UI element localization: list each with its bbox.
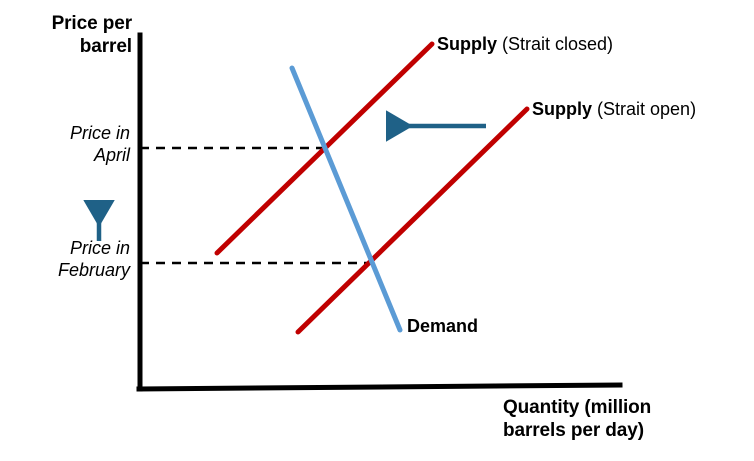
annotation-arrows <box>83 110 486 241</box>
price-guidelines <box>140 146 374 265</box>
y-tick-label-price-february: Price in February <box>57 238 130 280</box>
supply-curves <box>214 41 530 335</box>
y-axis-title: Price per barrel <box>51 13 133 58</box>
y-tick-label-price-april: Price in April <box>69 123 130 165</box>
supply-strait-open-label-rest: (Strait open) <box>592 99 697 119</box>
demand-line <box>289 65 403 333</box>
supply-strait-closed-label: Supply (Strait closed) <box>437 34 613 56</box>
x-axis-title: Quantity (million barrels per day) <box>503 397 652 442</box>
x-axis-line <box>136 382 623 392</box>
axes <box>136 32 623 392</box>
demand-curve <box>289 65 403 333</box>
demand-label: Demand <box>407 316 479 336</box>
supply-strait-open-line <box>295 106 530 335</box>
supply-strait-closed-label-rest: (Strait closed) <box>497 34 614 54</box>
supply-strait-closed-label-bold: Supply <box>437 34 498 54</box>
supply-strait-open-label-bold: Supply <box>532 99 593 119</box>
supply-strait-open-label: Supply (Strait open) <box>532 99 696 121</box>
